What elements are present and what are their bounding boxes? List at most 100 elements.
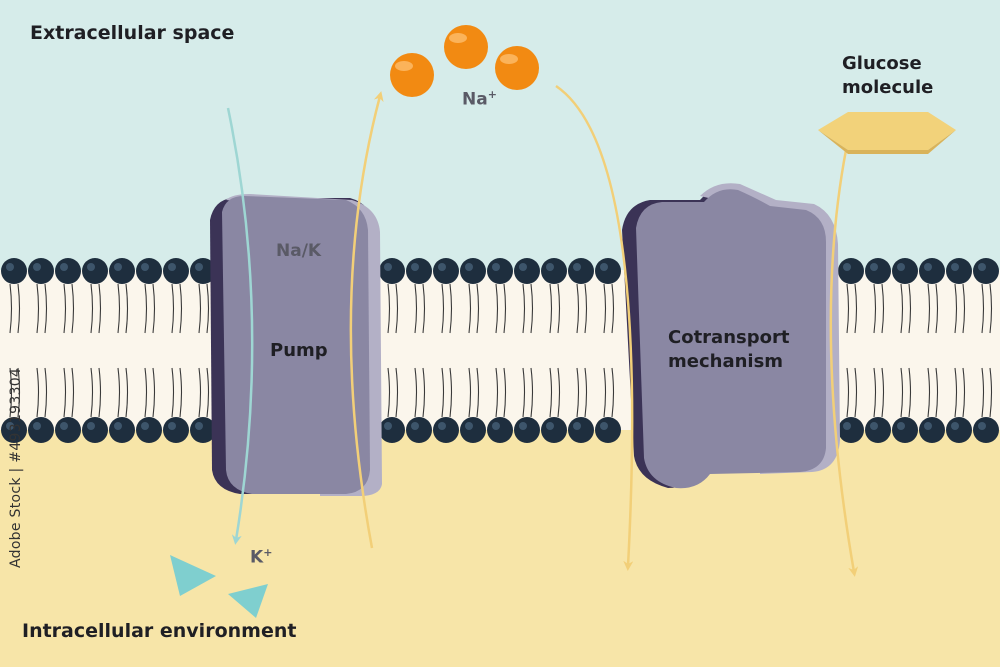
lipid-head-shine [465,263,473,271]
lipid-head-shine [384,422,392,430]
intracellular-label: Intracellular environment [22,620,297,642]
lipid-tail [63,283,67,334]
lipid-tail [900,367,904,418]
lipid-tail [98,283,102,334]
lipid-head-shine [492,263,500,271]
lipid-head [838,417,864,443]
lipid-tail [881,283,885,334]
lipid-tail [495,367,499,418]
pump-body [222,196,370,494]
lipid-head-shine [897,422,905,430]
lipid-head [892,258,918,284]
lipid-head [136,417,162,443]
lipid-tail [549,283,553,334]
lipid-head-shine [411,422,419,430]
lipid-tail [395,283,399,334]
lipid-tail [171,283,175,334]
cotransport-body [636,189,826,489]
lipid-head-shine [114,422,122,430]
lipid-tail [476,367,480,418]
potassium-ion-label: K+ [250,546,272,568]
lipid-head-shine [114,263,122,271]
lipid-head [892,417,918,443]
lipid-head-shine [951,422,959,430]
lipid-tail [989,367,993,418]
k-ion-inflow-arrow [226,107,254,545]
lipid-head-shine [492,422,500,430]
lipid-head [919,417,945,443]
potassium-ion [170,555,216,596]
lipid-head [406,417,432,443]
lipid-head [55,258,81,284]
lipid-tail [90,283,94,334]
lipid-tail [414,367,418,418]
lipid-head-shine [60,422,68,430]
lipid-head [1,258,27,284]
lipid-head [82,258,108,284]
lipid-tail [71,283,75,334]
lipid-tail [17,367,21,418]
lipid-head-shine [60,263,68,271]
lipid-head-shine [438,263,446,271]
lipid-head [406,258,432,284]
sodium-ion-shine [500,54,518,64]
sodium-ion-charge: + [487,88,497,101]
lipid-tail [144,283,148,334]
lipid-tail [522,283,526,334]
lipid-tail [422,283,426,334]
lipid-tail [530,367,534,418]
lipid-tail [152,367,156,418]
lipid-head-shine [600,263,608,271]
lipid-head [460,258,486,284]
lipid-head-shine [843,263,851,271]
lipid-tail [954,367,958,418]
lipid-tail [468,283,472,334]
lipid-head [379,417,405,443]
lipid-head-shine [141,422,149,430]
lipid-tail [179,283,183,334]
lipid-head [865,417,891,443]
glucose-cotransport-arrow [829,149,859,577]
lipid-tail [90,367,94,418]
lipid-head-shine [384,263,392,271]
lipid-head [487,417,513,443]
sodium-ion [444,25,488,69]
lipid-head-shine [33,263,41,271]
lipid-head-shine [573,422,581,430]
glucose-label-line1: Glucose [842,53,922,74]
lipid-head [55,417,81,443]
potassium-ion-icon [170,555,268,618]
lipid-tail [557,367,561,418]
lipid-head-shine [870,422,878,430]
lipid-head-shine [978,422,986,430]
lipid-head [946,417,972,443]
lipid-tail [198,367,202,418]
lipid-tail [171,367,175,418]
lipid-tail [557,283,561,334]
lipid-head [865,258,891,284]
lipid-tail [962,283,966,334]
lipid-tail [414,283,418,334]
lipid-tail [927,367,931,418]
sodium-ion [495,46,539,90]
lipid-tail [584,283,588,334]
lipid-tail [495,283,499,334]
lipid-tail [125,283,129,334]
lipid-head [595,258,621,284]
lipid-head [946,258,972,284]
lipid-tail [935,367,939,418]
glucose-molecule-icon [818,112,956,150]
lipid-tail [935,283,939,334]
lipid-head [460,417,486,443]
lipid-tail [846,283,850,334]
lipid-tail [981,367,985,418]
lipid-tail [98,367,102,418]
cotransport-protein [622,183,840,489]
lipid-tail [530,283,534,334]
lipid-tail [989,283,993,334]
lipid-head-shine [978,263,986,271]
lipid-tail [117,367,121,418]
lipid-tail [927,283,931,334]
lipid-head [541,258,567,284]
